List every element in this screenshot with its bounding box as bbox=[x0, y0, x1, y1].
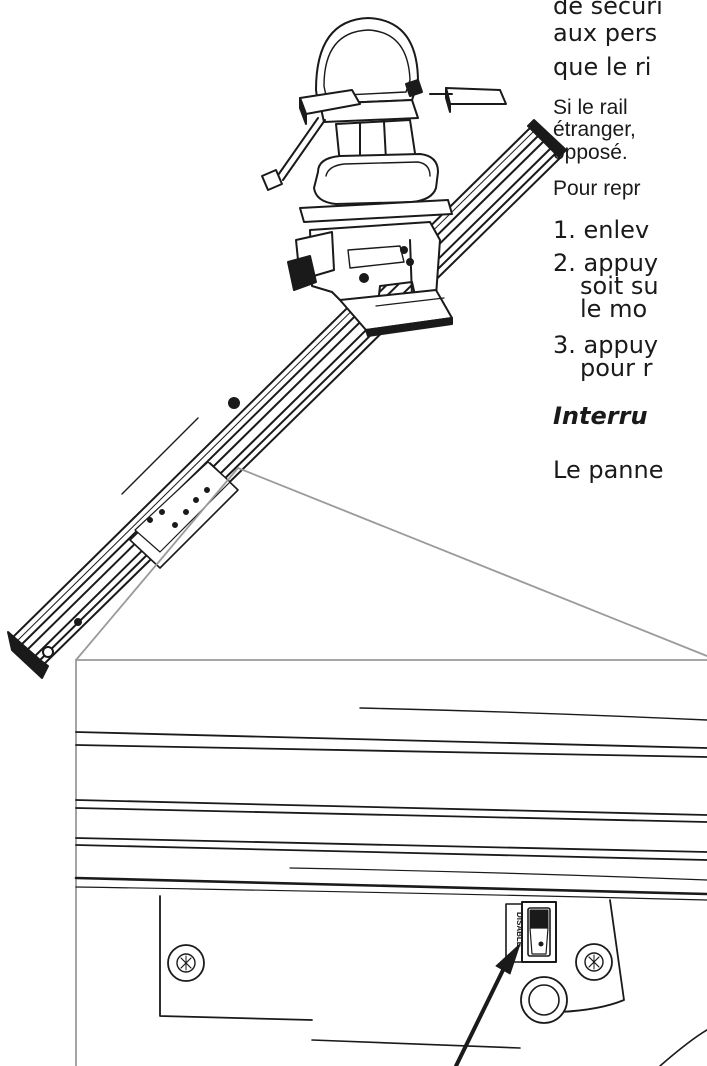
section-text: Le panne bbox=[553, 456, 664, 484]
pointer-arrow-icon bbox=[454, 943, 521, 1066]
intro-text: Pour repr bbox=[553, 177, 641, 200]
paragraph2-line1: Si le rail bbox=[553, 96, 628, 119]
paragraph1-line3: que le ri bbox=[553, 53, 652, 81]
paragraph1-line1: de sécuri bbox=[553, 0, 663, 20]
disable-switch-label: DISABLE bbox=[515, 912, 524, 948]
disable-switch[interactable]: DISABLE bbox=[505, 901, 557, 963]
step-3-line1: 3. appuy bbox=[553, 331, 659, 359]
paragraph2-line2: étranger, bbox=[553, 118, 636, 141]
round-button[interactable] bbox=[520, 976, 568, 1024]
step-2-line2: soit su bbox=[580, 272, 659, 300]
section-heading: Interru bbox=[553, 402, 648, 430]
step-3-line2: pour r bbox=[580, 354, 653, 382]
rail bbox=[7, 119, 567, 679]
paragraph2-line3: opposé. bbox=[553, 141, 628, 164]
screw-left bbox=[167, 944, 205, 982]
step-2-line3: le mo bbox=[580, 295, 648, 323]
step-2-line1: 2. appuy bbox=[553, 249, 659, 277]
stairlift-chair bbox=[261, 17, 507, 337]
callout-lines bbox=[75, 467, 707, 661]
step-1-line1: 1. enlev bbox=[553, 216, 650, 244]
detail-view: DISABLE bbox=[74, 659, 707, 1066]
paragraph1-line2: aux pers bbox=[553, 19, 658, 47]
screw-right bbox=[575, 943, 613, 981]
